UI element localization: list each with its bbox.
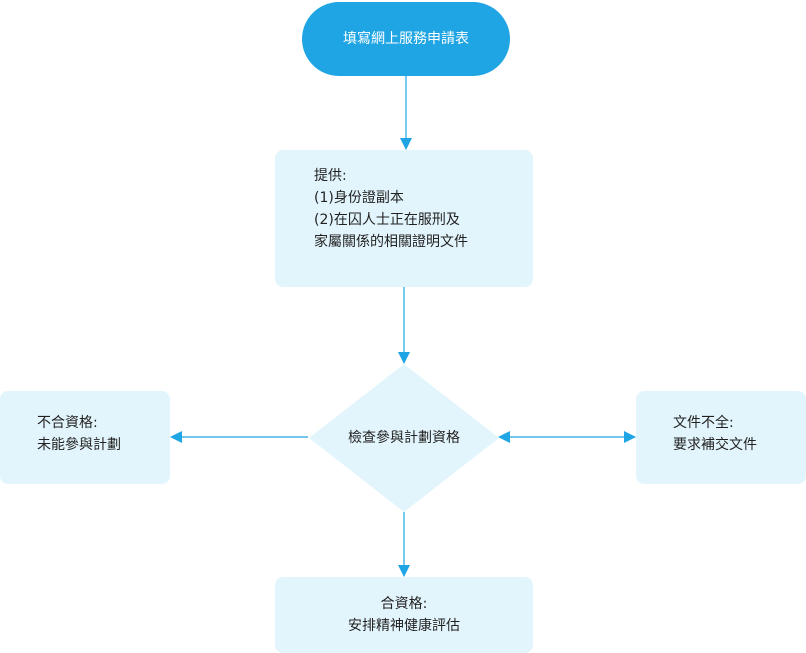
check-eligibility-label: 檢查參與計劃資格 [348,430,460,446]
eligible-heading: 合資格: [380,596,428,612]
ineligible-detail: 未能參與計劃 [37,437,121,453]
ineligible-box: 不合資格: 未能參與計劃 [0,391,170,484]
provide-documents-item: (2)在囚人士正在服刑及 [314,212,460,228]
eligible-box: 合資格: 安排精神健康評估 [275,577,533,653]
eligible-detail: 安排精神健康評估 [348,618,460,634]
provide-documents-heading: 提供: [314,168,347,184]
decision-diamond-shape [309,364,499,512]
start-node-label: 填寫網上服務申請表 [343,31,469,47]
incomplete-detail: 要求補交文件 [673,437,757,453]
start-node: 填寫網上服務申請表 [302,2,510,76]
provide-documents-box: 提供: (1)身份證副本 (2)在囚人士正在服刑及 家屬關係的相關證明文件 [275,150,533,287]
ineligible-heading: 不合資格: [37,415,98,431]
incomplete-heading: 文件不全: [673,415,734,431]
incomplete-documents-box: 文件不全: 要求補交文件 [636,391,806,484]
provide-documents-item: 家屬關係的相關證明文件 [314,234,468,250]
provide-documents-item: (1)身份證副本 [314,190,404,206]
check-eligibility-decision: 檢查參與計劃資格 [309,364,499,512]
